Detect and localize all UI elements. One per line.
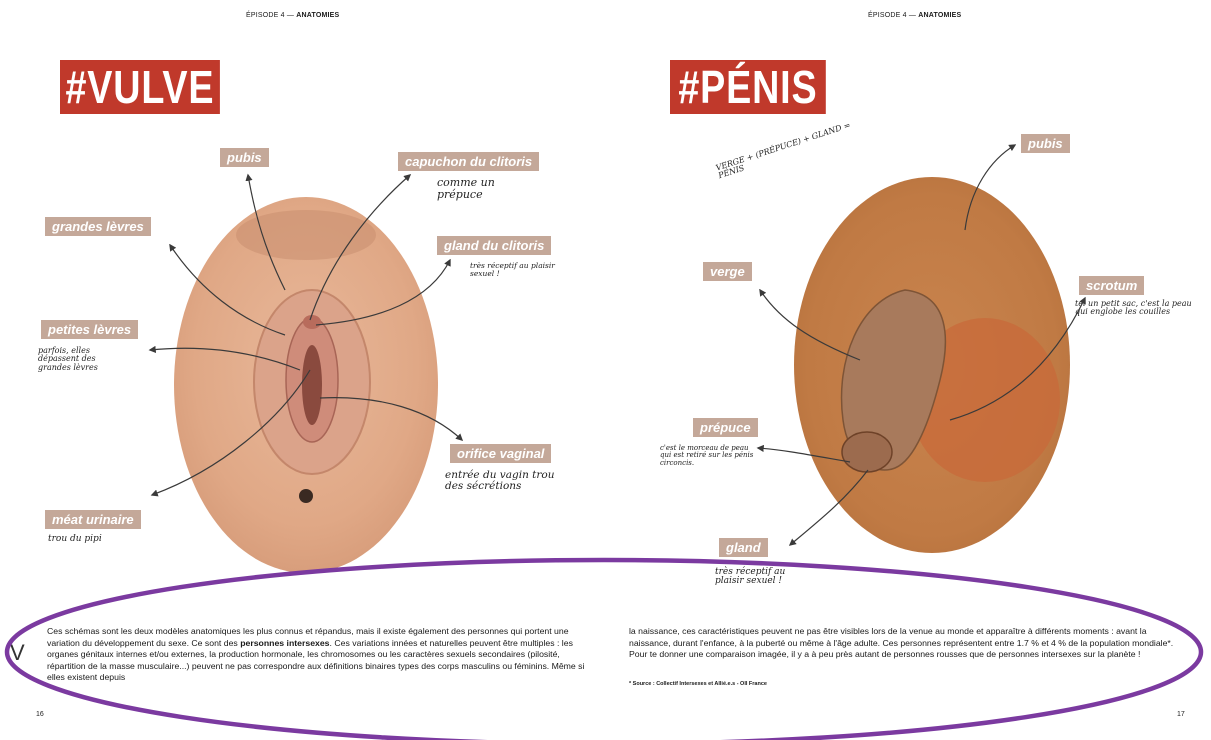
note-orifice-vaginal: entrée du vagin trou des sécrétions [445,470,575,492]
note-capuchon: comme un prépuce [437,177,527,200]
label-scrotum: scrotum [1079,276,1144,295]
page-number-left: 16 [36,711,44,718]
glans-shape [842,432,892,472]
vaginal-opening-shape [302,345,322,425]
label-pubis: pubis [220,148,269,167]
label-pubis-right: pubis [1021,134,1070,153]
label-orifice-vaginal: orifice vaginal [450,444,551,463]
label-prepuce: prépuce [693,418,758,437]
label-gland: gland [719,538,768,557]
label-capuchon: capuchon du clitoris [398,152,539,171]
note-scrotum: tel un petit sac, c'est la peau qui engl… [1075,300,1200,317]
label-petites-levres: petites lèvres [41,320,138,339]
note-petites-levres: parfois, elles dépassent des grandes lèv… [38,347,120,372]
note-prepuce: c'est le morceau de peau qui est retiré … [660,445,755,467]
right-body-text: la naissance, ces caractéristiques peuve… [629,626,1189,661]
footnote: * Source : Collectif Intersexes et Allié… [629,681,767,687]
left-body-text: Ces schémas sont les deux modèles anatom… [47,626,587,684]
left-page: ÉPISODE 4 — ANATOMIES #VULVE pubis capuc… [0,0,605,740]
page-number-right: 17 [1177,711,1185,718]
label-meat-urinaire: méat urinaire [45,510,141,529]
vulva-hair [236,210,376,260]
clitoris-shape [303,315,321,329]
label-verge: verge [703,262,752,281]
left-body-bold: personnes intersexes [240,638,329,648]
label-gland-clitoris: gland du clitoris [437,236,551,255]
label-grandes-levres: grandes lèvres [45,217,151,236]
drop-cap: V [10,640,25,666]
note-gland-clitoris: très réceptif au plaisir sexuel ! [470,262,570,278]
note-gland: très réceptif au plaisir sexuel ! [715,568,795,587]
right-page: ÉPISODE 4 — ANATOMIES #PÉNIS VERGE + (PR… [605,0,1211,740]
note-meat-urinaire: trou du pipi [48,535,148,544]
anus-shape [299,489,313,503]
